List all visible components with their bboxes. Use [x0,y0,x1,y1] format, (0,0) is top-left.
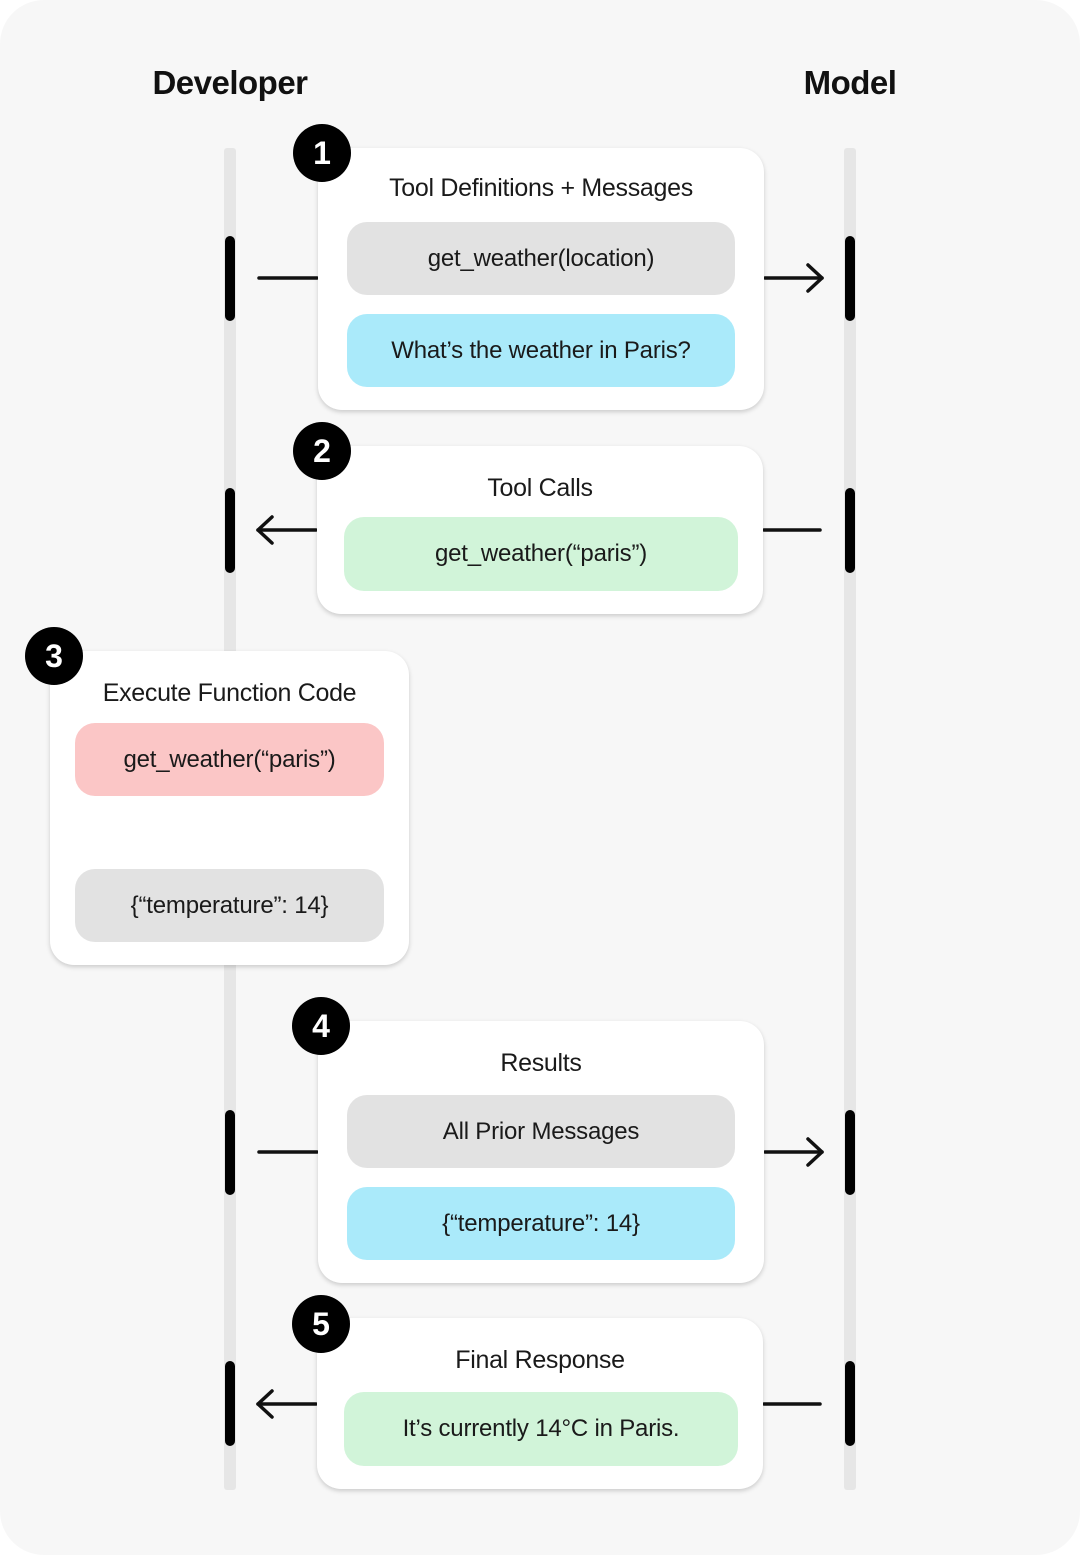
step-5-title: Final Response [455,1346,625,1374]
step-4-card: Results All Prior Messages {“temperature… [318,1021,764,1283]
step-3-card: Execute Function Code get_weather(“paris… [50,651,409,965]
step-5-arrowhead [256,1389,274,1419]
model-activation-2 [845,488,855,573]
step-3-function-result: {“temperature”: 14} [75,869,384,942]
step-2-title: Tool Calls [487,474,593,502]
developer-activation-4 [225,1110,235,1195]
step-4-tool-result: {“temperature”: 14} [347,1187,735,1260]
step-2-card: Tool Calls get_weather(“paris”) [317,446,763,614]
model-activation-5 [845,1361,855,1446]
step-3-function-call: get_weather(“paris”) [75,723,384,796]
developer-column-title: Developer [152,64,308,101]
step-5-badge: 5 [292,1295,350,1353]
step-1-arrowhead [806,263,824,293]
step-2-badge: 2 [293,422,351,480]
step-3-title: Execute Function Code [102,679,357,707]
developer-activation-2 [225,488,235,573]
step-5-final-message: It’s currently 14°C in Paris. [344,1392,738,1466]
step-1-badge: 1 [293,124,351,182]
step-4-prior-messages: All Prior Messages [347,1095,735,1168]
step-4-arrowhead [806,1137,824,1167]
step-2-tool-call: get_weather(“paris”) [344,517,738,591]
step-5-card: Final Response It’s currently 14°C in Pa… [317,1318,763,1489]
model-activation-4 [845,1110,855,1195]
step-4-title: Results [500,1049,582,1077]
model-column-title: Model [803,64,897,101]
developer-activation-5 [225,1361,235,1446]
step-3-badge: 3 [25,627,83,685]
step-4-badge: 4 [292,997,350,1055]
step-1-card: Tool Definitions + Messages get_weather(… [318,148,764,410]
step-1-tool-definition: get_weather(location) [347,222,735,295]
developer-activation-1 [225,236,235,321]
model-activation-1 [845,236,855,321]
step-1-title: Tool Definitions + Messages [389,174,693,202]
step-2-arrowhead [256,515,274,545]
step-1-user-message: What’s the weather in Paris? [347,314,735,387]
